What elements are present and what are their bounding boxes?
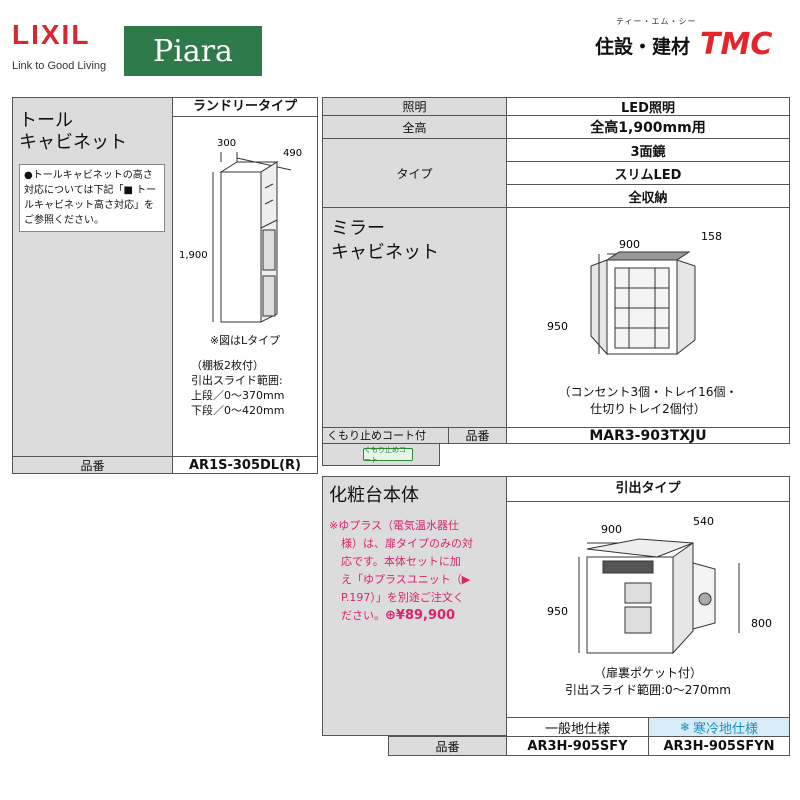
mirror-drawing: 900 158 950 xyxy=(547,230,722,356)
mirror-dim-width: 900 xyxy=(619,238,640,251)
mirror-type-label: タイプ xyxy=(396,166,433,181)
mirror-coat-cell: くもり止めコート付 xyxy=(322,427,449,444)
tall-part-label-cell: 品番 xyxy=(12,456,172,474)
vanity-part-cold: AR3H-905SFYN xyxy=(663,738,775,754)
vanity-note-3: 応です。本体セットに加 xyxy=(341,555,461,568)
mirror-type-value-3: 全収納 xyxy=(628,190,668,206)
vanity-col-cold: 寒冷地仕様 xyxy=(693,721,759,737)
vanity-dim-width: 900 xyxy=(601,523,622,536)
vanity-title: 化粧台本体 xyxy=(329,485,419,506)
vanity-col-general-cell: 一般地仕様 xyxy=(506,717,649,737)
vanity-note-2: 様）は、扉タイプのみの対 xyxy=(341,537,473,550)
vanity-dim-depth: 540 xyxy=(693,515,714,528)
vanity-note-4: え「ゆプラスユニット（▶ xyxy=(341,573,471,586)
mirror-spec-2: 仕切りトレイ2個付） xyxy=(590,402,706,416)
vanity-col-cold-cell: ❄ 寒冷地仕様 xyxy=(648,717,790,737)
vanity-spec-2: 引出スライド範囲:0～270mm xyxy=(565,683,731,697)
tall-cabinet-type: ランドリータイプ xyxy=(173,98,317,117)
mirror-title-2: キャビネット xyxy=(331,242,439,263)
tall-cabinet-title-1: トール xyxy=(19,110,73,131)
mirror-type-value-2: スリムLED xyxy=(614,167,682,183)
vanity-type: 引出タイプ xyxy=(507,477,789,502)
mirror-type-value-1-cell: 3面鏡 xyxy=(506,138,790,162)
lixil-logo: LIXIL xyxy=(12,20,122,54)
tmc-logo: TMC xyxy=(700,26,786,62)
vanity-note-1: ※ゆプラス（電気温水器仕 xyxy=(329,519,459,532)
mirror-spec: （コンセント3個・トレイ16個・ 仕切りトレイ2個付） xyxy=(507,384,789,418)
mirror-light-label: 照明 xyxy=(402,100,427,114)
piara-logo: Piara xyxy=(124,26,262,76)
tmc-logo-text: TMC xyxy=(700,27,772,58)
mirror-dim-depth: 158 xyxy=(701,230,722,243)
tall-spec-3: 上段／0～370mm xyxy=(191,389,285,402)
mirror-spec-1: （コンセント3個・トレイ16個・ xyxy=(558,385,738,399)
tall-part-label: 品番 xyxy=(80,458,105,473)
vanity-figure-cell: 引出タイプ 900 540 950 800 （扉裏ポケット付） 引出スライド範囲… xyxy=(506,476,790,718)
mirror-type-label-cell: タイプ xyxy=(322,138,507,208)
vanity-spec-1: （扉裏ポケット付） xyxy=(593,666,702,680)
mirror-height-label-cell: 全高 xyxy=(322,115,507,139)
mirror-coat-label: くもり止めコート付 xyxy=(327,429,426,442)
mirror-height-value: 全高1,900mm用 xyxy=(590,120,706,136)
vanity-note: ※ゆプラス（電気温水器仕 様）は、扉タイプのみの対 応です。本体セットに加 え「… xyxy=(329,517,505,625)
snowflake-icon: ❄ xyxy=(679,720,691,734)
vanity-part-label: 品番 xyxy=(435,739,460,754)
series-name: Piara xyxy=(153,33,233,69)
tall-fig-note: ※図はLタイプ xyxy=(209,334,281,347)
vanity-note-last: ださい。 xyxy=(341,609,385,622)
vanity-dim-height2: 800 xyxy=(751,617,772,630)
tall-cabinet-note: ●トールキャビネットの高さ対応については下記「■ トールキャビネット高さ対応」を… xyxy=(19,164,165,232)
mirror-light-value-cell: LED照明 xyxy=(506,97,790,116)
tall-cabinet-drawing: 300 490 1,900 xyxy=(179,138,302,323)
mirror-title-1: ミラー xyxy=(331,218,385,239)
coat-badge: くもり止めコート xyxy=(363,446,413,464)
tall-part-no: AR1S-305DL(R) xyxy=(189,457,301,473)
mirror-title-cell: ミラー キャビネット xyxy=(322,207,507,428)
tall-cabinet-label-cell: トール キャビネット ●トールキャビネットの高さ対応については下記「■ トールキ… xyxy=(12,97,172,457)
mirror-light-label-cell: 照明 xyxy=(322,97,507,116)
brand-name: LIXIL xyxy=(12,19,91,50)
vanity-title-cell: 化粧台本体 ※ゆプラス（電気温水器仕 様）は、扉タイプのみの対 応です。本体セッ… xyxy=(322,476,507,736)
coat-badge-text: くもり止めコート xyxy=(364,445,406,464)
mirror-part-label: 品番 xyxy=(465,429,490,443)
tall-cabinet-note-text: ●トールキャビネットの高さ対応については下記「■ トールキャビネット高さ対応」を… xyxy=(24,170,157,226)
vanity-col-general: 一般地仕様 xyxy=(544,721,610,737)
tall-spec-2: 引出スライド範囲: xyxy=(191,374,283,387)
tall-dim-width: 490 xyxy=(283,148,302,159)
tagline: Link to Good Living xyxy=(12,60,107,72)
tall-spec: （棚板2枚付） 引出スライド範囲: 上段／0～370mm 下段／0～420mm xyxy=(191,358,284,418)
vanity-part-cold-cell: AR3H-905SFYN xyxy=(648,736,790,756)
mirror-type-value-1: 3面鏡 xyxy=(630,144,666,160)
vanity-part-general: AR3H-905SFY xyxy=(527,738,628,754)
mirror-part-no-cell: MAR3-903TXJU xyxy=(506,427,790,444)
tall-spec-4: 下段／0～420mm xyxy=(191,404,285,417)
tall-part-no-cell: AR1S-305DL(R) xyxy=(172,456,318,474)
mirror-type-value-3-cell: 全収納 xyxy=(506,184,790,208)
shop-name: 住設・建材 xyxy=(595,36,691,58)
mirror-part-no: MAR3-903TXJU xyxy=(589,427,707,444)
mirror-coat-badge-row: くもり止めコート xyxy=(322,444,440,466)
mirror-figure-cell: 900 158 950 （コンセント3個・トレイ16個・ 仕切りトレイ2個付） xyxy=(506,207,790,428)
shop-ruby: ティー・エム・シー xyxy=(616,17,697,26)
tall-dim-depth: 300 xyxy=(217,138,236,149)
vanity-part-label-cell: 品番 xyxy=(388,736,507,756)
vanity-spec: （扉裏ポケット付） 引出スライド範囲:0～270mm xyxy=(507,665,789,699)
mirror-height-value-cell: 全高1,900mm用 xyxy=(506,115,790,139)
mirror-type-value-2-cell: スリムLED xyxy=(506,161,790,185)
tall-dim-height: 1,900 xyxy=(179,250,208,261)
mirror-dim-height: 950 xyxy=(547,320,568,333)
vanity-part-general-cell: AR3H-905SFY xyxy=(506,736,649,756)
vanity-note-6: ださい。⊕¥89,900 xyxy=(329,607,505,625)
tall-cabinet-title-2: キャビネット xyxy=(19,132,127,153)
vanity-drawing: 900 540 950 800 xyxy=(547,515,772,655)
vanity-note-5: P.197）」を別途ご注文く xyxy=(341,591,464,604)
vanity-dim-height: 950 xyxy=(547,605,568,618)
mirror-part-label-cell: 品番 xyxy=(448,427,507,444)
mirror-height-label: 全高 xyxy=(402,120,427,135)
mirror-light-value: LED照明 xyxy=(621,101,675,116)
tall-spec-1: （棚板2枚付） xyxy=(191,359,264,372)
tall-cabinet-figure-cell: ランドリータイプ 300 490 1,900 ※図はLタイプ （棚板2枚付） 引… xyxy=(172,97,318,457)
vanity-note-price: ⊕¥89,900 xyxy=(385,608,456,623)
